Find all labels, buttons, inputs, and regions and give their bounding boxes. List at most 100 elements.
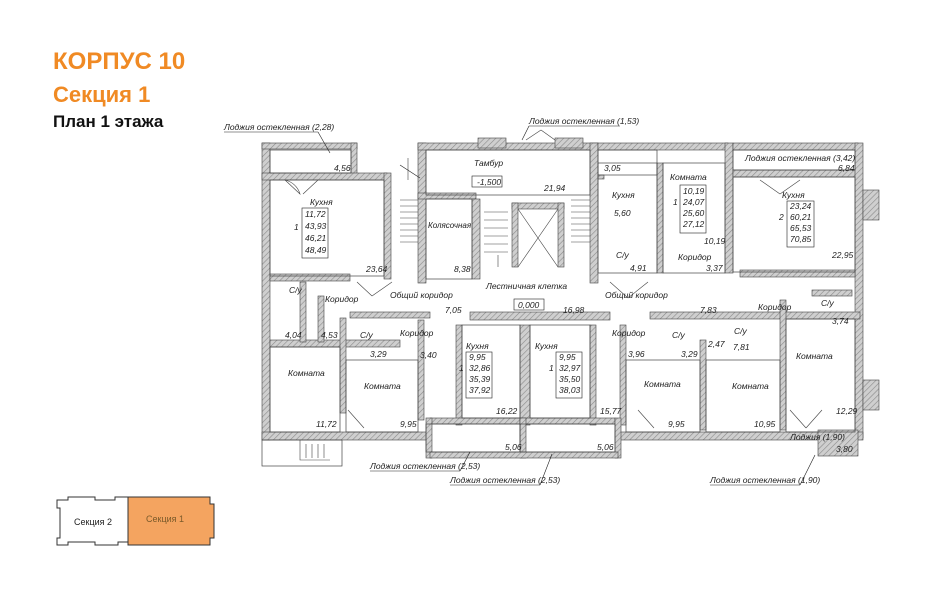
area-value: 21,94 — [543, 183, 566, 193]
area-value: 10,19 — [704, 236, 726, 246]
area-value: 7,83 — [700, 305, 717, 315]
keyplan-section1: Секция 1 — [146, 514, 184, 524]
room-label: Общий коридор — [390, 290, 453, 300]
room-label: Колясочная — [428, 221, 472, 230]
apartment-value: 9,95 — [469, 352, 486, 362]
room-label: Тамбур — [474, 158, 503, 168]
room-label: Кухня — [612, 190, 635, 200]
room-label: Комната — [732, 381, 769, 391]
area-value: 5,06 — [597, 442, 614, 452]
loggia-label: Лоджия (1,90) — [789, 432, 845, 442]
area-value: 5,60 — [614, 208, 631, 218]
area-value: 10,95 — [754, 419, 776, 429]
loggia-label: Лоджия остекленная (1,53) — [528, 116, 639, 126]
apartment-value: 46,21 — [305, 233, 327, 243]
room-label: Кухня — [310, 197, 333, 207]
room-label: Комната — [288, 368, 325, 378]
area-value: 12,29 — [836, 406, 858, 416]
apartment-value: 37,92 — [469, 385, 491, 395]
apartment-value: 35,39 — [469, 374, 491, 384]
keyplan-section2: Секция 2 — [74, 517, 112, 527]
area-value: 2,47 — [707, 339, 725, 349]
area-value: 5,06 — [505, 442, 522, 452]
apartment-value: 38,03 — [559, 385, 581, 395]
room-label: С/у — [734, 326, 748, 336]
area-value: 3,80 — [836, 444, 853, 454]
apartment-value: 24,07 — [682, 197, 705, 207]
area-value: 3,29 — [370, 349, 387, 359]
room-outlines — [261, 149, 856, 467]
floor-title: План 1 этажа — [53, 112, 164, 131]
area-value: 3,29 — [681, 349, 698, 359]
apartment-value: 11,72 — [305, 209, 326, 219]
level-mark: 0,000 — [518, 300, 540, 310]
room-label: Комната — [644, 379, 681, 389]
apartment-value: 23,24 — [789, 201, 812, 211]
apartment-value: 65,53 — [790, 223, 812, 233]
area-value: 16,98 — [563, 305, 585, 315]
apartment-rooms: 1 — [549, 363, 554, 373]
door-swings — [284, 129, 823, 429]
room-label: Комната — [796, 351, 833, 361]
area-value: 22,95 — [831, 250, 854, 260]
area-value: 4,56 — [334, 163, 351, 173]
room-label: Кухня — [466, 341, 489, 351]
area-value: 7,05 — [445, 305, 462, 315]
section-title: Секция 1 — [53, 82, 151, 107]
building-title: КОРПУС 10 — [53, 48, 186, 75]
leader-lines — [224, 125, 816, 486]
room-label: С/у — [672, 330, 686, 340]
room-label: Комната — [364, 381, 401, 391]
loggia-label: Лоджия остекленная (2,53) — [369, 461, 480, 471]
area-value: 11,72 — [316, 419, 337, 429]
area-value: 3,40 — [420, 350, 437, 360]
loggia-label: Лоджия остекленная (3,42) — [744, 153, 855, 163]
area-value: 3,05 — [604, 163, 621, 173]
area-value: 3,96 — [628, 349, 645, 359]
apartment-value: 48,49 — [305, 245, 327, 255]
apartment-value: 25,60 — [682, 208, 705, 218]
room-label: Кухня — [782, 190, 805, 200]
walls — [261, 137, 880, 459]
room-label: С/у — [616, 250, 630, 260]
apartment-value: 70,85 — [790, 234, 812, 244]
apartment-value: 9,95 — [559, 352, 576, 362]
area-value: 15,77 — [600, 406, 622, 416]
apartment-rooms: 2 — [778, 212, 784, 222]
area-value: 8,38 — [454, 264, 471, 274]
apartment-value: 10,19 — [683, 186, 705, 196]
level-mark: -1,500 — [477, 177, 501, 187]
area-value: 9,95 — [400, 419, 417, 429]
area-value: 6,84 — [838, 163, 855, 173]
room-label: Общий коридор — [605, 290, 668, 300]
area-values: 4,56 23,64 8,38 21,94 3,05 5,60 4,91 10,… — [285, 163, 858, 454]
apartment-value: 35,50 — [559, 374, 581, 384]
room-label: Коридор — [612, 328, 646, 338]
area-value: 7,81 — [733, 342, 750, 352]
room-label: Лестничная клетка — [485, 281, 567, 291]
room-label: С/у — [289, 285, 303, 295]
area-value: 4,91 — [630, 263, 647, 273]
area-value: 3,74 — [832, 316, 849, 326]
room-label: Коридор — [678, 252, 712, 262]
room-label: Коридор — [758, 302, 792, 312]
area-value: 3,37 — [706, 263, 723, 273]
room-label: Коридор — [325, 294, 359, 304]
room-label: Кухня — [535, 341, 558, 351]
apartment-value: 27,12 — [682, 219, 705, 229]
apartment-rooms: 1 — [673, 197, 678, 207]
staircase — [299, 158, 590, 461]
loggia-label: Лоджия остекленная (2,53) — [449, 475, 560, 485]
loggia-label: Лоджия остекленная (2,28) — [223, 122, 334, 132]
area-value: 4,04 — [285, 330, 302, 340]
room-label: Коридор — [400, 328, 434, 338]
area-value: 23,64 — [365, 264, 388, 274]
area-value: 4,53 — [321, 330, 338, 340]
apartment-rooms: 1 — [294, 222, 299, 232]
area-value: 16,22 — [496, 406, 518, 416]
apartment-value: 32,97 — [559, 363, 581, 373]
room-label: Комната — [670, 172, 707, 182]
room-label: С/у — [821, 298, 835, 308]
room-label: С/у — [360, 330, 374, 340]
